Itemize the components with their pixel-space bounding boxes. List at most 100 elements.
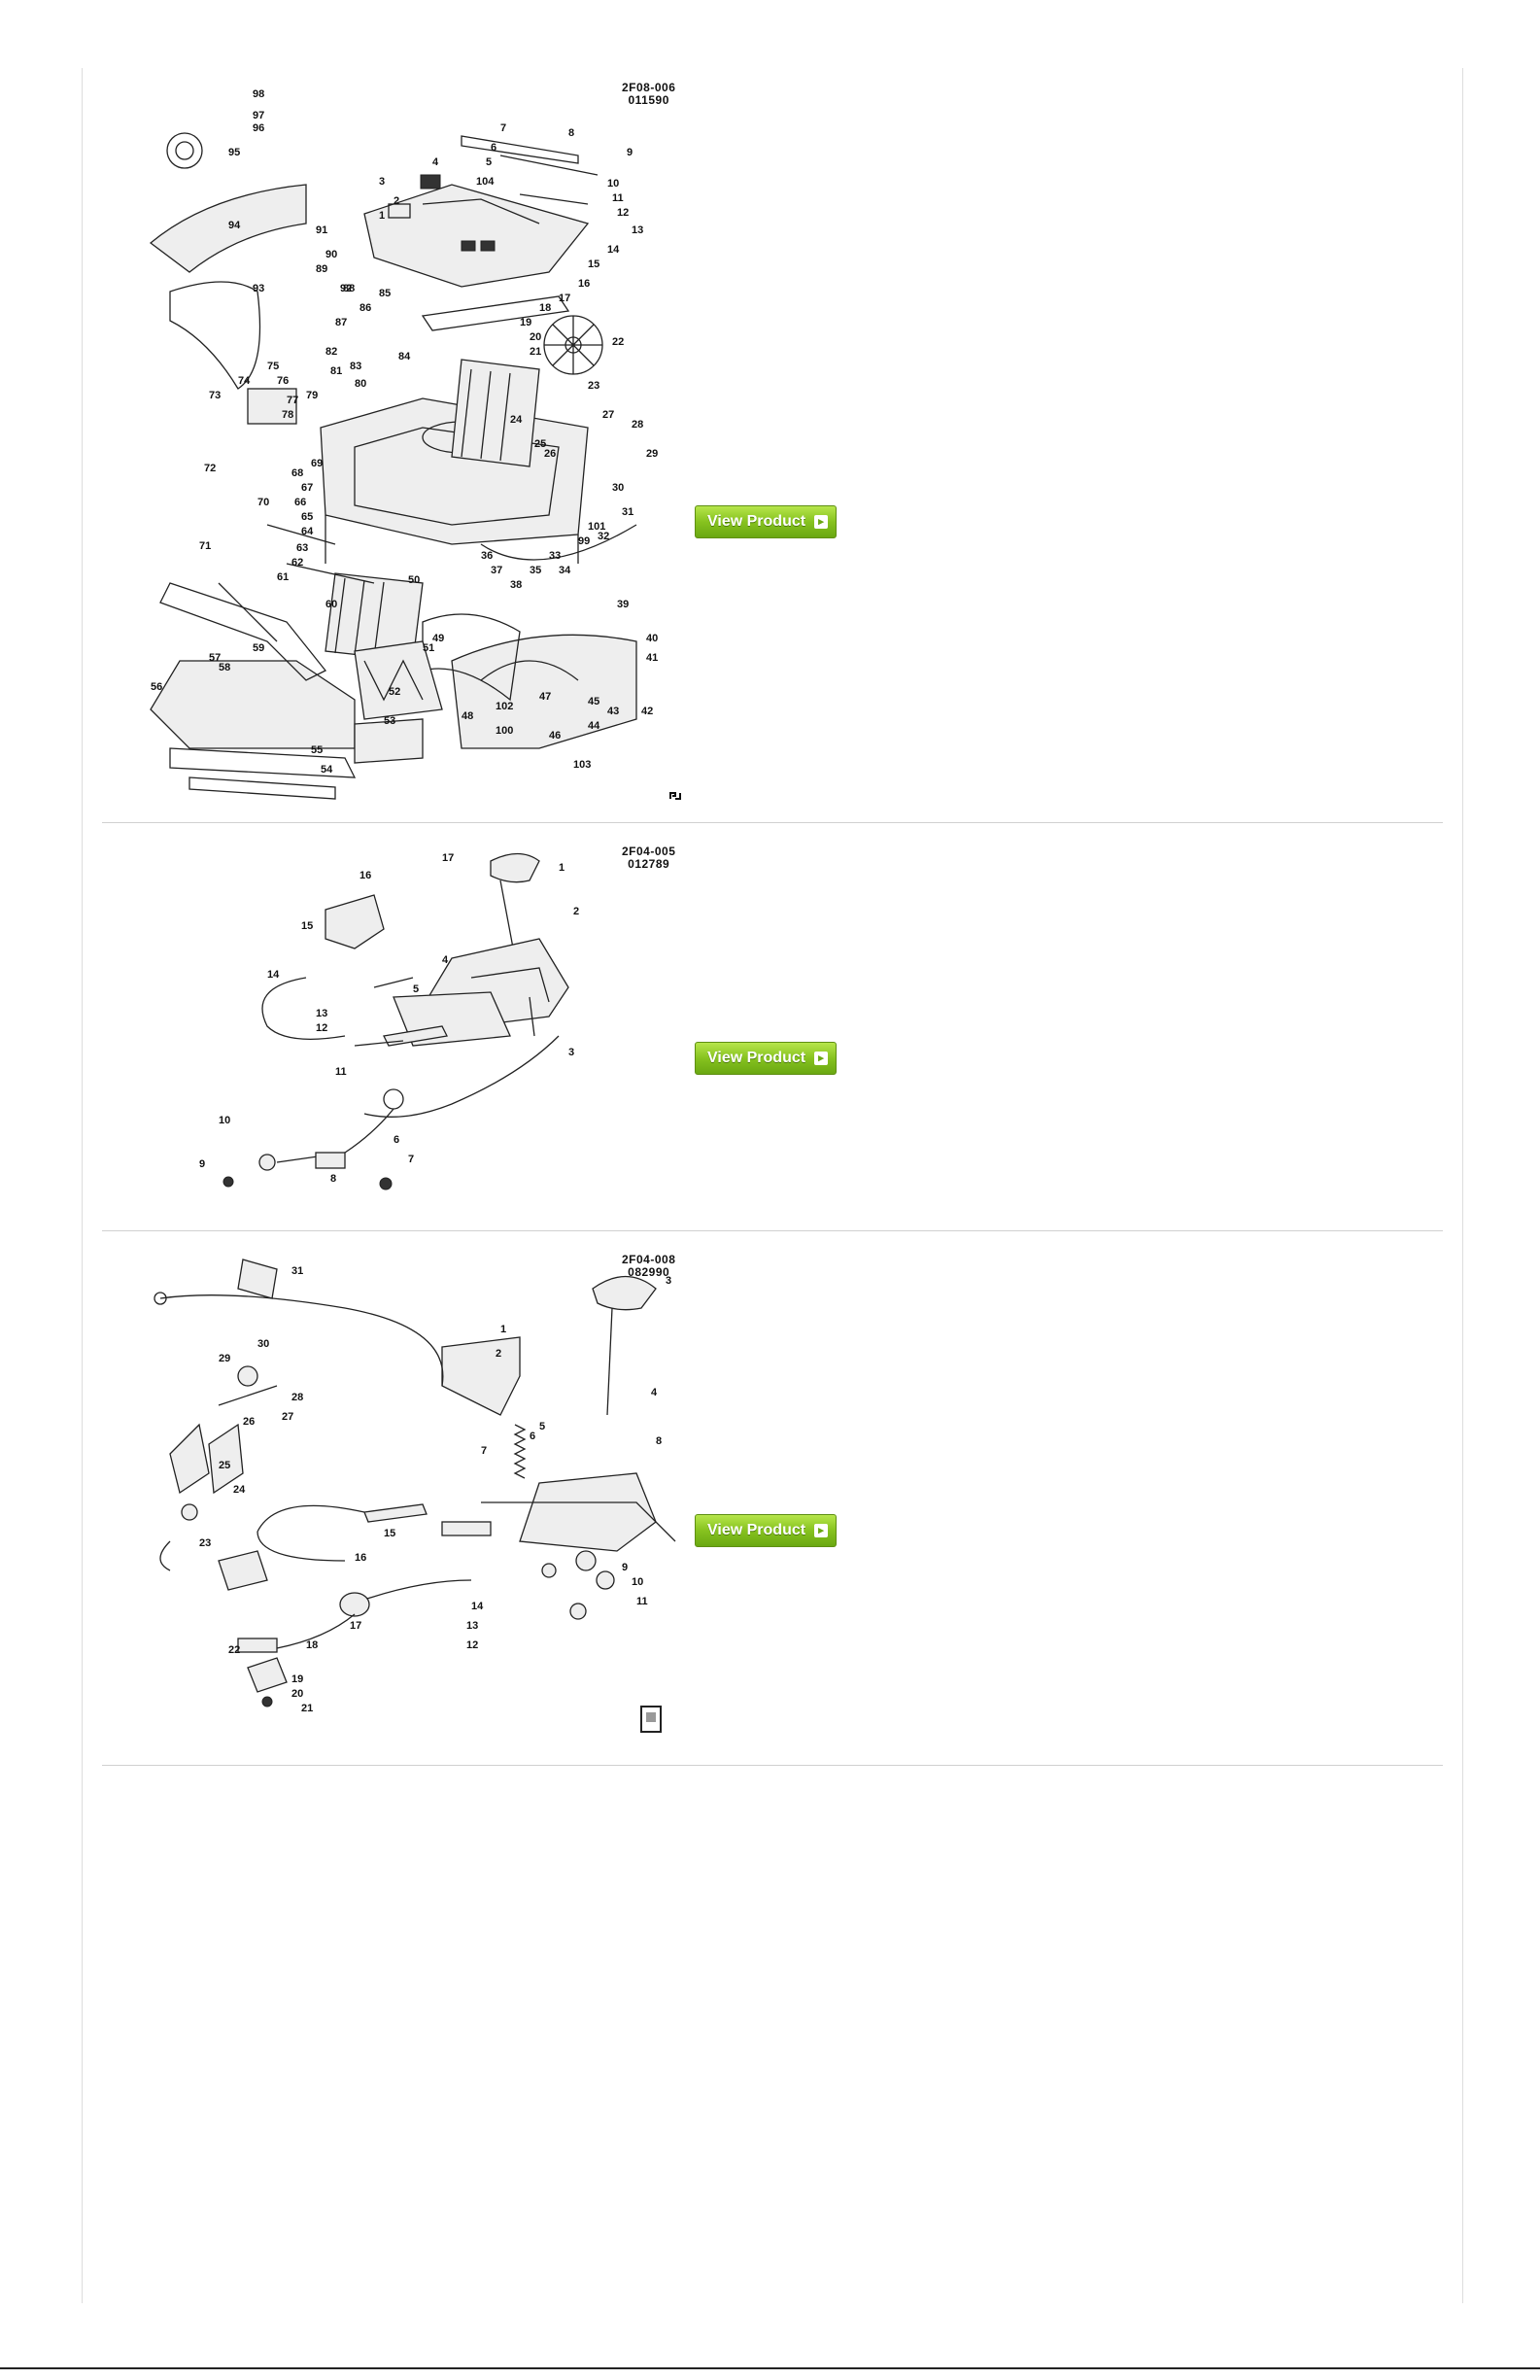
svg-text:3: 3: [379, 176, 385, 188]
svg-text:4: 4: [432, 156, 439, 168]
svg-text:15: 15: [588, 259, 599, 270]
svg-text:7: 7: [500, 122, 506, 134]
svg-text:34: 34: [559, 565, 571, 576]
svg-text:52: 52: [389, 686, 400, 698]
svg-text:15: 15: [384, 1528, 395, 1539]
svg-text:26: 26: [544, 448, 556, 460]
svg-text:102: 102: [496, 701, 513, 712]
view-product-label: View Product: [707, 513, 806, 530]
svg-text:67: 67: [301, 482, 313, 494]
view-product-button[interactable]: View Product ▸: [695, 1514, 837, 1547]
svg-text:17: 17: [559, 293, 570, 304]
svg-text:18: 18: [306, 1639, 318, 1651]
svg-text:31: 31: [622, 506, 633, 518]
svg-text:51: 51: [423, 642, 434, 654]
gm-logo-icon: [669, 792, 681, 800]
svg-text:1: 1: [500, 1324, 506, 1335]
svg-text:39: 39: [617, 599, 629, 610]
svg-text:8: 8: [568, 127, 574, 139]
svg-text:9: 9: [627, 147, 633, 158]
svg-text:40: 40: [646, 633, 658, 644]
diagram-code-line2: 082990: [628, 1265, 670, 1279]
svg-text:16: 16: [578, 278, 590, 290]
svg-text:101: 101: [588, 521, 605, 533]
svg-text:12: 12: [466, 1639, 478, 1651]
svg-text:94: 94: [228, 220, 241, 231]
svg-text:75: 75: [267, 361, 279, 372]
svg-text:10: 10: [607, 178, 619, 190]
svg-text:86: 86: [359, 302, 371, 314]
svg-text:29: 29: [646, 448, 658, 460]
svg-text:1: 1: [379, 210, 385, 222]
svg-text:82: 82: [325, 346, 337, 358]
svg-text:43: 43: [607, 706, 619, 717]
diagram-code: 2F04-008 082990: [622, 1254, 675, 1279]
svg-text:22: 22: [612, 336, 624, 348]
svg-text:49: 49: [432, 633, 444, 644]
svg-text:57: 57: [209, 652, 221, 664]
svg-text:77: 77: [287, 395, 298, 406]
svg-text:68: 68: [291, 467, 303, 479]
svg-text:8: 8: [656, 1435, 662, 1447]
svg-text:76: 76: [277, 375, 289, 387]
svg-text:2: 2: [394, 195, 399, 207]
svg-text:22: 22: [228, 1644, 240, 1656]
svg-text:31: 31: [291, 1265, 303, 1277]
svg-text:10: 10: [632, 1576, 643, 1588]
svg-text:70: 70: [257, 497, 269, 508]
svg-text:73: 73: [209, 390, 221, 401]
svg-text:92: 92: [340, 283, 352, 294]
svg-text:35: 35: [530, 565, 541, 576]
svg-text:21: 21: [530, 346, 541, 358]
svg-text:8: 8: [330, 1173, 336, 1185]
svg-text:99: 99: [578, 535, 590, 547]
svg-text:4: 4: [442, 954, 449, 966]
svg-text:2: 2: [496, 1348, 501, 1360]
diagram-code: 2F04-005 012789: [622, 845, 675, 871]
svg-text:11: 11: [636, 1596, 648, 1607]
svg-text:4: 4: [651, 1387, 658, 1398]
svg-text:7: 7: [408, 1154, 414, 1165]
svg-text:30: 30: [257, 1338, 269, 1350]
svg-text:64: 64: [301, 526, 314, 537]
svg-text:2: 2: [573, 906, 579, 917]
svg-text:23: 23: [199, 1537, 211, 1549]
diagram-code-line1: 2F04-005: [622, 845, 676, 858]
svg-text:7: 7: [481, 1445, 487, 1457]
svg-text:13: 13: [466, 1620, 478, 1632]
svg-text:53: 53: [384, 715, 395, 727]
svg-text:79: 79: [306, 390, 318, 401]
arrow-right-icon: ▸: [814, 1524, 828, 1537]
svg-text:42: 42: [641, 706, 653, 717]
svg-text:58: 58: [219, 662, 230, 673]
svg-text:60: 60: [325, 599, 337, 610]
svg-text:36: 36: [481, 550, 493, 562]
svg-text:24: 24: [510, 414, 523, 426]
svg-text:47: 47: [539, 691, 551, 703]
svg-text:9: 9: [199, 1158, 205, 1170]
svg-text:65: 65: [301, 511, 313, 523]
svg-text:12: 12: [617, 207, 629, 219]
svg-text:3: 3: [666, 1275, 671, 1287]
svg-text:5: 5: [413, 983, 419, 995]
svg-text:61: 61: [277, 571, 289, 583]
svg-text:6: 6: [491, 142, 496, 154]
svg-text:103: 103: [573, 759, 591, 771]
svg-text:71: 71: [199, 540, 211, 552]
view-product-button[interactable]: View Product ▸: [695, 1042, 837, 1075]
view-product-button[interactable]: View Product ▸: [695, 505, 837, 538]
svg-text:5: 5: [539, 1421, 545, 1432]
svg-text:66: 66: [294, 497, 306, 508]
svg-text:25: 25: [219, 1460, 230, 1471]
svg-text:23: 23: [588, 380, 599, 392]
diagram-code-line1: 2F08-006: [622, 81, 676, 94]
svg-text:15: 15: [301, 920, 313, 932]
svg-text:87: 87: [335, 317, 347, 328]
svg-text:24: 24: [233, 1484, 246, 1496]
svg-text:27: 27: [282, 1411, 293, 1423]
svg-text:19: 19: [520, 317, 531, 328]
